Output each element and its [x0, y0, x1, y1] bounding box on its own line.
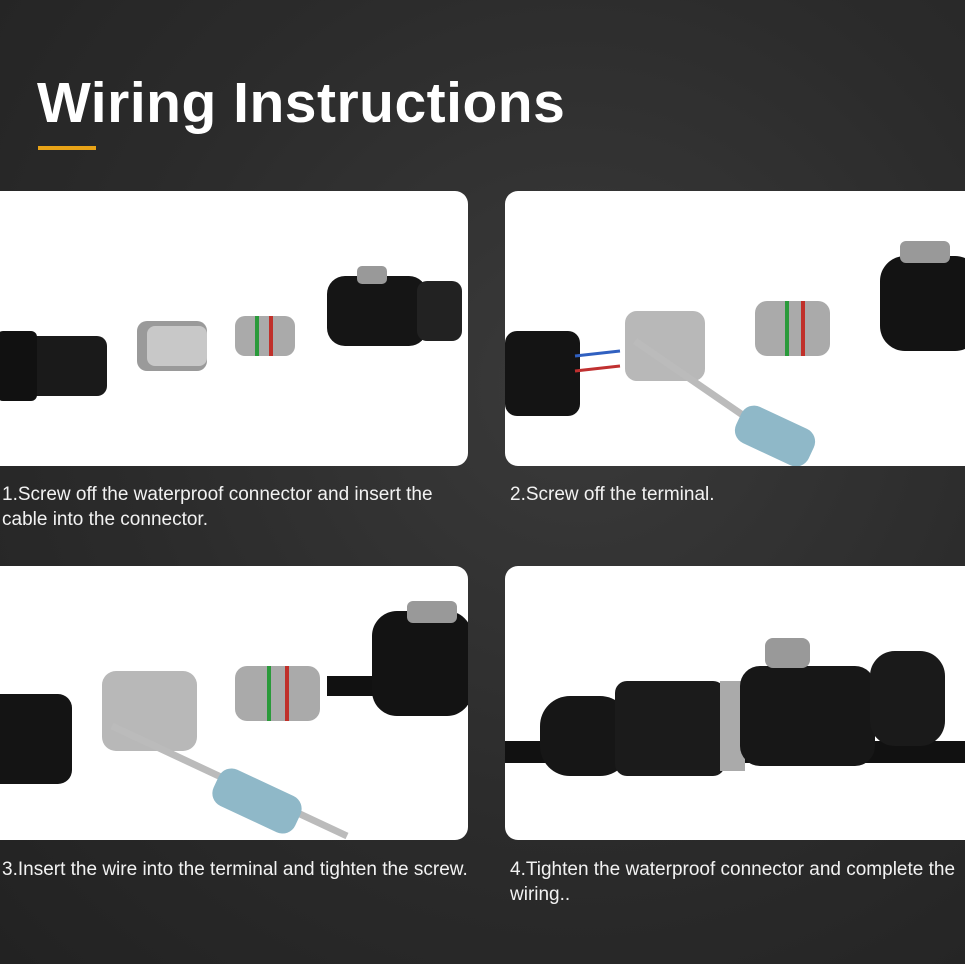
step-1-image	[0, 191, 468, 466]
step-4-caption: 4.Tighten the waterproof connector and c…	[510, 859, 956, 905]
step-1-caption: 1.Screw off the waterproof connector and…	[2, 484, 433, 530]
terminal-screwdriver-illustration	[505, 241, 965, 466]
step-2-caption: 2.Screw off the terminal.	[510, 484, 715, 505]
step-3-caption: 3.Insert the wire into the terminal and …	[2, 859, 468, 880]
connector-parts-illustration	[0, 266, 462, 401]
step-3-image	[0, 566, 468, 840]
assembled-connector-illustration	[505, 638, 965, 776]
title-underline	[38, 146, 96, 150]
page-title: Wiring Instructions	[37, 71, 566, 135]
step-2-image	[505, 191, 965, 466]
step-4-image	[505, 566, 965, 840]
wire-insertion-illustration	[0, 601, 468, 840]
